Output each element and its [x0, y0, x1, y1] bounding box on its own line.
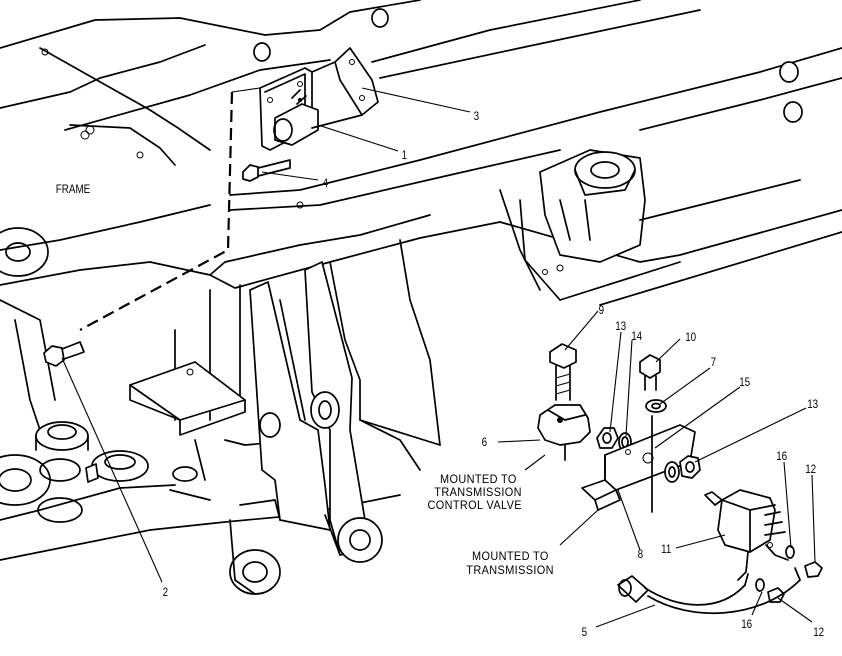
callout-5: 5 [582, 626, 587, 639]
callout-8: 8 [638, 548, 643, 561]
frame-center-support [129, 239, 441, 501]
callout-10: 10 [685, 331, 696, 344]
callout-12-lower: 12 [813, 626, 824, 639]
assembly-dashed-line [79, 91, 234, 331]
callout-labels: FRAME 3 1 4 2 9 13 14 10 7 15 13 6 16 12… [56, 110, 824, 639]
callout-14: 14 [631, 330, 642, 343]
callout-16-lower: 16 [741, 618, 752, 631]
callout-3: 3 [474, 110, 479, 123]
callout-4: 4 [323, 177, 328, 190]
leader-lines [61, 87, 816, 628]
switch-item-11 [704, 489, 823, 603]
caption-valve-line-1: MOUNTED TO [440, 474, 517, 486]
switch-assembly-top [242, 47, 379, 182]
callout-7: 7 [711, 356, 716, 369]
callout-12-upper: 12 [805, 463, 816, 476]
callout-1: 1 [402, 149, 407, 162]
caption-valve-line-3: CONTROL VALVE [427, 500, 521, 512]
label-frame: FRAME [56, 183, 90, 196]
machine-frame [0, 0, 842, 595]
wire-harness-item-5 [617, 567, 801, 615]
bolt-item-2 [43, 341, 85, 367]
callout-15: 15 [739, 376, 750, 389]
callout-13-lower: 13 [807, 398, 818, 411]
mounting-captions: MOUNTED TO TRANSMISSION CONTROL VALVE MO… [427, 474, 553, 577]
callout-6: 6 [482, 436, 487, 449]
callout-11: 11 [661, 543, 671, 556]
frame-left-hub [0, 227, 56, 506]
callout-13-upper: 13 [615, 320, 626, 333]
frame-hitch-bracket [499, 149, 801, 301]
caption-trans-line-1: MOUNTED TO [472, 551, 549, 563]
callout-9: 9 [599, 304, 604, 317]
frame-bushings [41, 8, 803, 275]
caption-valve-line-2: TRANSMISSION [434, 487, 522, 499]
caption-trans-line-2: TRANSMISSION [466, 565, 554, 577]
sensor-assembly [537, 343, 632, 461]
callout-16-upper: 16 [776, 450, 787, 463]
callout-2: 2 [163, 586, 168, 599]
frame-pivot-rings [35, 421, 198, 523]
lift-arms [229, 261, 383, 595]
